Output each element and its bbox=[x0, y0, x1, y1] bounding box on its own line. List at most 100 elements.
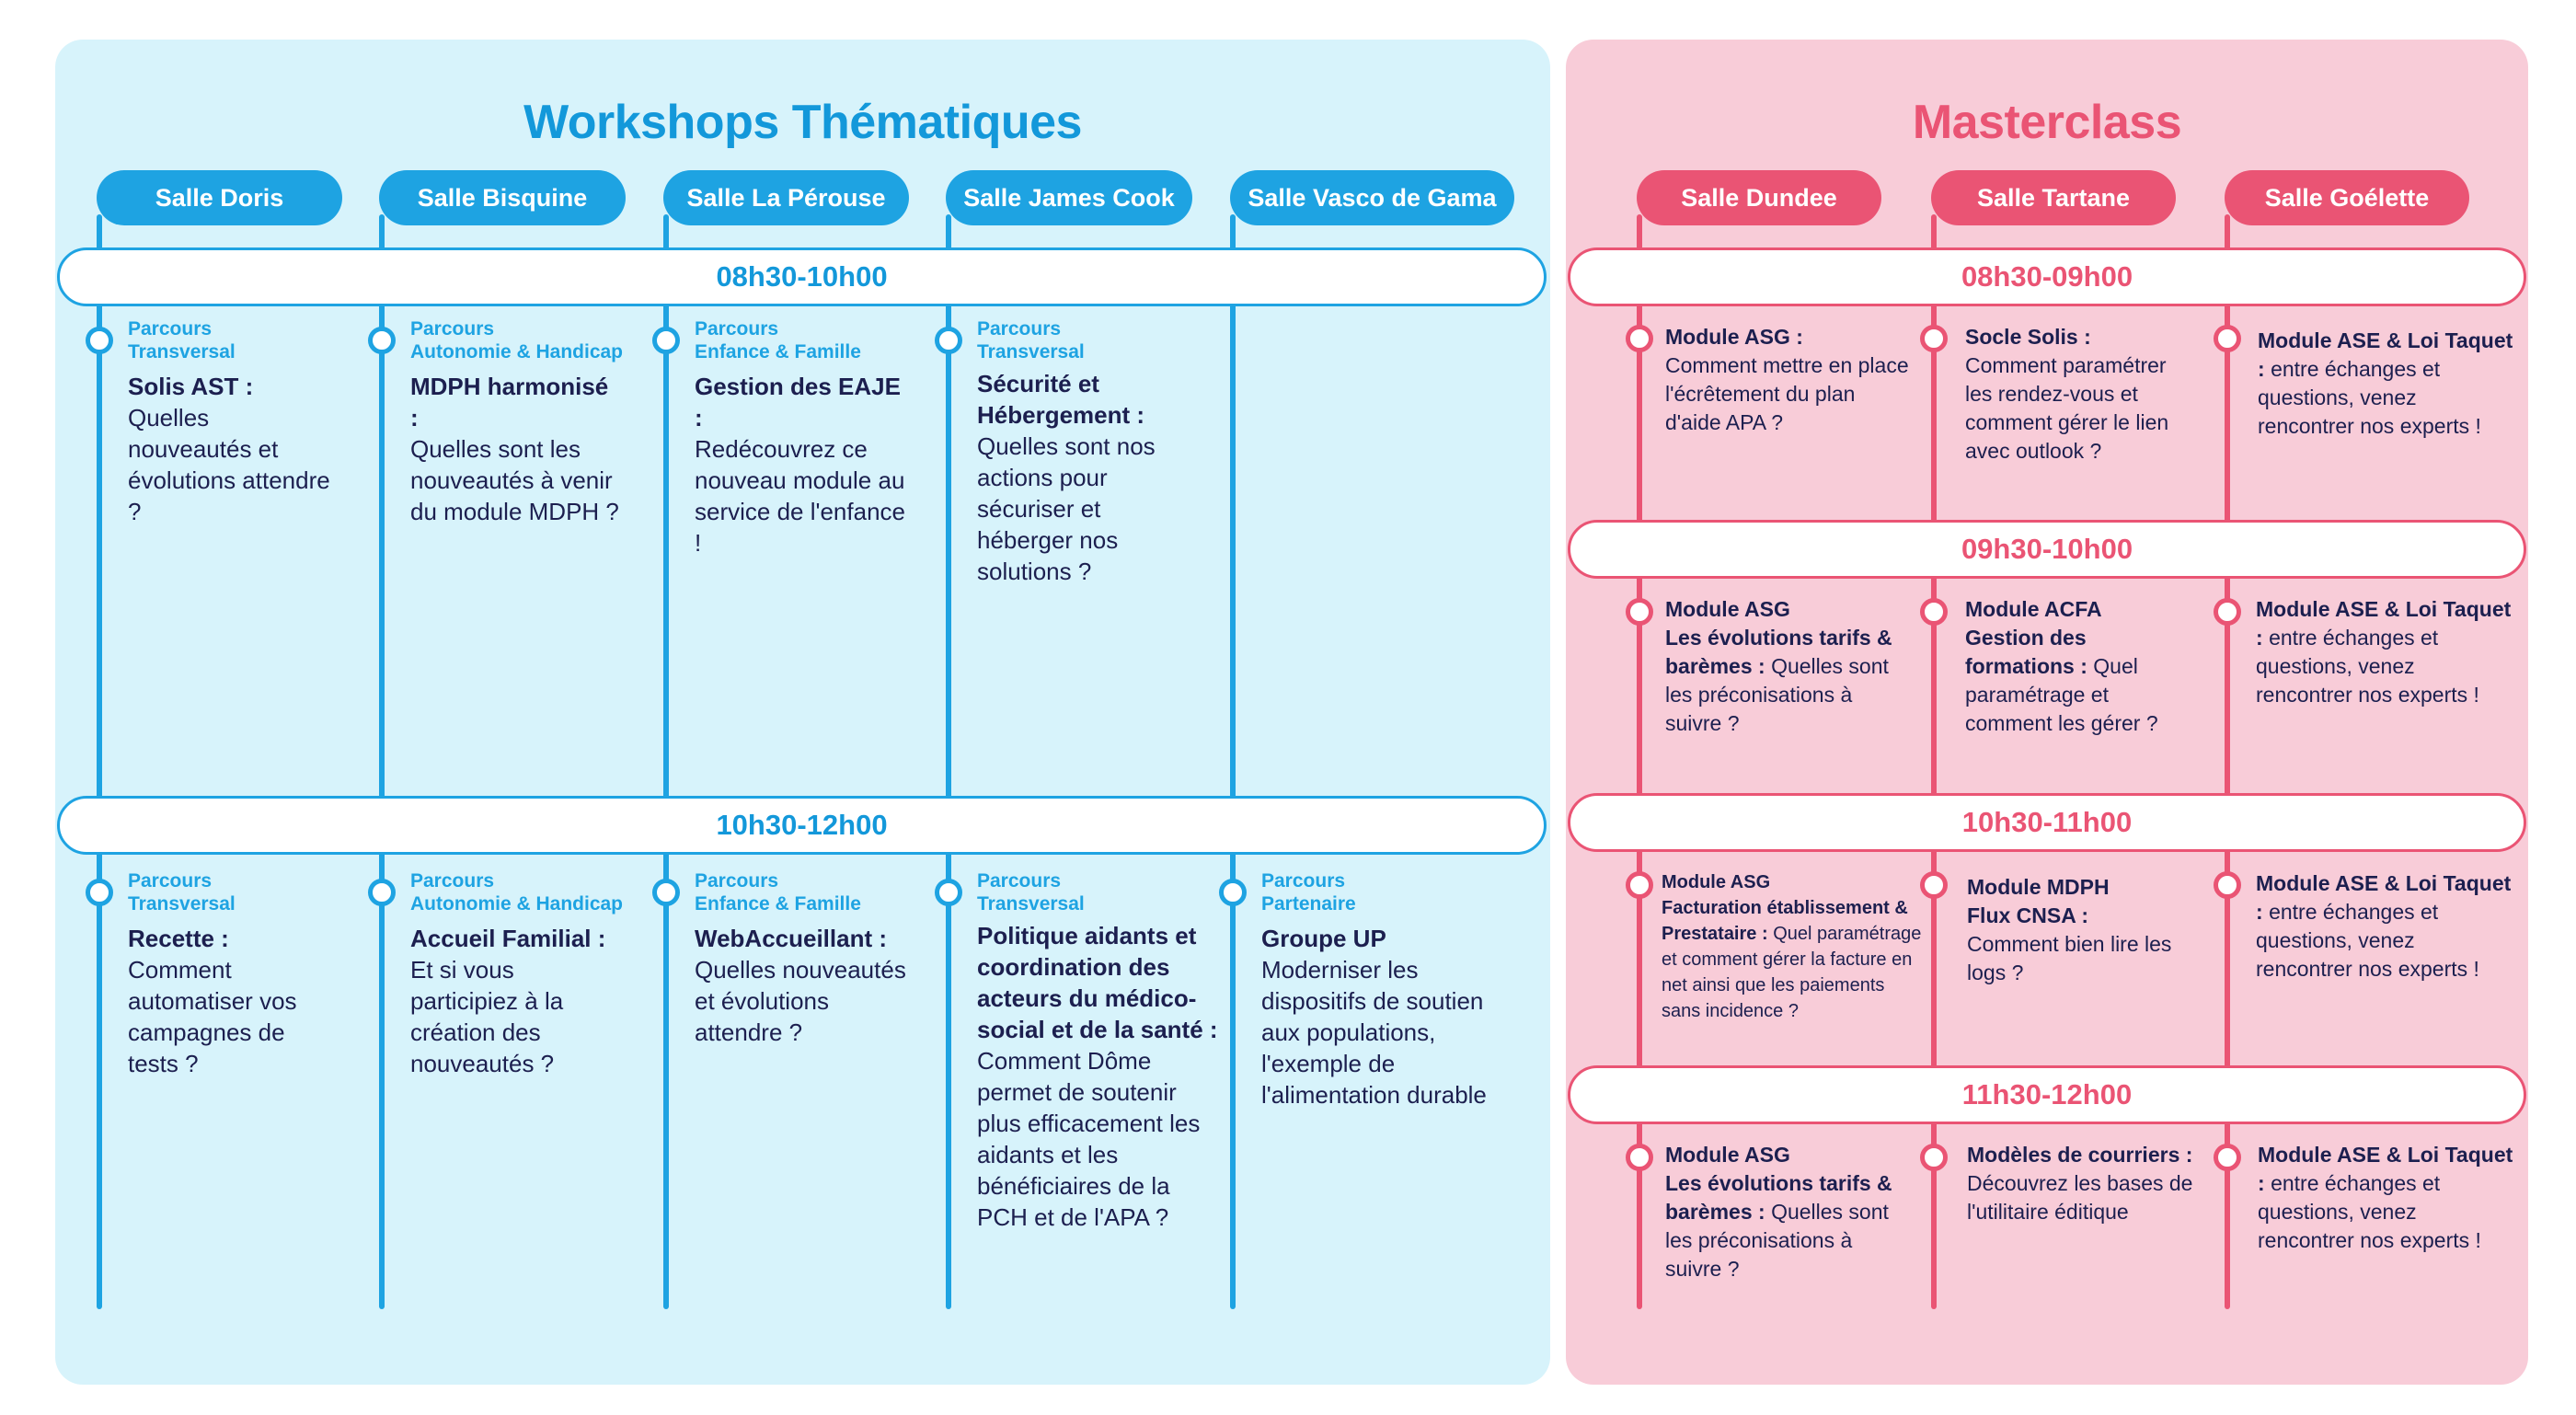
session-card: Modèles de courriers : Découvrez les bas… bbox=[1967, 1141, 2197, 1226]
session-card: Module ASE & Loi Taquet : entre échanges… bbox=[2256, 595, 2513, 709]
time-slot-bar: 09h30-10h00 bbox=[1568, 520, 2526, 579]
time-slot-bar: 11h30-12h00 bbox=[1568, 1065, 2526, 1124]
session-title: Sécurité et Hébergement : bbox=[977, 370, 1145, 429]
session-title: Politique aidants et coordination des ac… bbox=[977, 922, 1218, 1043]
session-desc: Et si vous participiez à la création des… bbox=[410, 956, 564, 1077]
session-card: Module ASG Les évolutions tarifs & barèm… bbox=[1665, 595, 1914, 738]
session-dot bbox=[86, 879, 113, 906]
session-title: Groupe UP bbox=[1261, 925, 1386, 952]
session-dot bbox=[86, 327, 113, 354]
session-dot bbox=[1920, 598, 1948, 626]
time-slot-bar: 10h30-11h00 bbox=[1568, 793, 2526, 852]
track-label: Parcours Partenaire bbox=[1261, 870, 1356, 915]
session-title: Accueil Familial : bbox=[410, 925, 606, 952]
session-title: Module ASG : bbox=[1665, 325, 1803, 349]
session-card: Module ACFA Gestion des formations : Que… bbox=[1965, 595, 2186, 738]
session-desc: Redécouvrez ce nouveau module au service… bbox=[695, 435, 905, 557]
room-line bbox=[2225, 214, 2230, 1309]
time-slot-bar: 08h30-10h00 bbox=[57, 247, 1547, 306]
room-line bbox=[1637, 214, 1642, 1309]
session-desc: Comment Dôme permet de soutenir plus eff… bbox=[977, 1047, 1201, 1231]
session-dot bbox=[935, 879, 962, 906]
session-subtitle: Les évolutions tarifs & barèmes : bbox=[1665, 626, 1892, 678]
session-dot bbox=[935, 327, 962, 354]
room-tab-goelette: Salle Goélette bbox=[2225, 170, 2469, 225]
session-card: Module ASE & Loi Taquet : entre échanges… bbox=[2258, 1141, 2515, 1255]
session-title: Module MDPH bbox=[1967, 875, 2110, 899]
track-label: Parcours Transversal bbox=[977, 318, 1085, 362]
session-desc: entre échanges et questions, venez renco… bbox=[2256, 900, 2479, 981]
workshops-panel: Workshops Thématiques Salle Doris Salle … bbox=[55, 40, 1550, 1385]
session-desc: Quelles sont nos actions pour sécuriser … bbox=[977, 432, 1156, 585]
time-slot-bar: 10h30-12h00 bbox=[57, 796, 1547, 855]
session-card: Module ASE & Loi Taquet : entre échanges… bbox=[2258, 327, 2515, 441]
session-card: Gestion des EAJE : Redécouvrez ce nouvea… bbox=[695, 371, 906, 558]
session-desc: Moderniser les dispositifs de soutien au… bbox=[1261, 956, 1487, 1109]
track-label: Parcours Transversal bbox=[128, 870, 236, 915]
room-tab-tartane: Salle Tartane bbox=[1931, 170, 2176, 225]
room-tab-vasco-de-gama: Salle Vasco de Gama bbox=[1230, 170, 1514, 225]
session-desc: Comment paramétrer les rendez-vous et co… bbox=[1965, 353, 2169, 463]
room-tab-bisquine: Salle Bisquine bbox=[379, 170, 626, 225]
workshops-title: Workshops Thématiques bbox=[523, 96, 1082, 149]
session-dot bbox=[1626, 871, 1653, 899]
session-title: Module ASE & Loi Taquet : bbox=[2258, 1143, 2513, 1195]
session-dot bbox=[2214, 325, 2241, 352]
session-desc: entre échanges et questions, venez renco… bbox=[2258, 357, 2481, 438]
session-title: Module ACFA bbox=[1965, 597, 2102, 621]
masterclass-panel: Masterclass Salle Dundee Salle Tartane S… bbox=[1566, 40, 2528, 1385]
session-card: Groupe UP Moderniser les dispositifs de … bbox=[1261, 923, 1528, 1110]
session-title: Module ASE & Loi Taquet : bbox=[2256, 871, 2512, 924]
session-desc: Quelles sont les préconisations à suivre… bbox=[1665, 1200, 1889, 1281]
session-dot bbox=[2214, 598, 2241, 626]
room-tab-la-perouse: Salle La Pérouse bbox=[663, 170, 909, 225]
session-title: MDPH harmonisé : bbox=[410, 373, 609, 431]
session-title: Module ASG bbox=[1662, 872, 1771, 892]
session-dot bbox=[652, 879, 680, 906]
session-dot bbox=[368, 327, 396, 354]
session-card: Politique aidants et coordination des ac… bbox=[977, 920, 1225, 1233]
session-card: Sécurité et Hébergement : Quelles sont n… bbox=[977, 368, 1189, 587]
session-desc: Découvrez les bases de l'utilitaire édit… bbox=[1967, 1171, 2193, 1224]
session-dot bbox=[1920, 1144, 1948, 1171]
room-line bbox=[663, 214, 669, 1309]
session-dot bbox=[1626, 598, 1653, 626]
session-desc: Comment automatiser vos campagnes de tes… bbox=[128, 956, 297, 1077]
session-desc: entre échanges et questions, venez renco… bbox=[2258, 1171, 2481, 1252]
session-title: Modèles de courriers : bbox=[1967, 1143, 2193, 1167]
session-dot bbox=[1626, 1144, 1653, 1171]
session-card: Socle Solis : Comment paramétrer les ren… bbox=[1965, 323, 2186, 466]
room-line bbox=[379, 214, 385, 1309]
session-desc: Quelles sont les nouveautés à venir du m… bbox=[410, 435, 619, 525]
session-title: Module ASG bbox=[1665, 597, 1790, 621]
session-dot bbox=[1219, 879, 1247, 906]
session-card: Module ASG : Comment mettre en place l'é… bbox=[1665, 323, 1914, 437]
session-title: Socle Solis : bbox=[1965, 325, 2091, 349]
session-card: Accueil Familial : Et si vous participie… bbox=[410, 923, 622, 1079]
time-slot-bar: 08h30-09h00 bbox=[1568, 247, 2526, 306]
session-desc: Quel paramétrage et comment les gérer ? bbox=[1965, 654, 2158, 735]
room-tab-doris: Salle Doris bbox=[97, 170, 342, 225]
track-label: Parcours Enfance & Famille bbox=[695, 870, 861, 915]
session-card: Recette : Comment automatiser vos campag… bbox=[128, 923, 339, 1079]
session-desc: Quelles nouveautés et évolutions attendr… bbox=[128, 404, 330, 525]
track-label: Parcours Transversal bbox=[128, 318, 236, 362]
session-desc: Quel paramétrage et comment gérer la fac… bbox=[1662, 924, 1922, 1021]
track-label: Parcours Autonomie & Handicap bbox=[410, 870, 624, 915]
session-card: Module ASG Les évolutions tarifs & barèm… bbox=[1665, 1141, 1914, 1283]
session-subtitle: Facturation établissement & Prestataire … bbox=[1662, 898, 1908, 944]
session-title: WebAccueillant : bbox=[695, 925, 888, 952]
room-line bbox=[1230, 214, 1236, 1309]
session-subtitle: Gestion des formations : bbox=[1965, 626, 2087, 678]
room-line bbox=[97, 214, 102, 1309]
session-dot bbox=[1920, 871, 1948, 899]
room-tab-james-cook: Salle James Cook bbox=[946, 170, 1192, 225]
track-label: Parcours Autonomie & Handicap bbox=[410, 318, 624, 362]
session-card: WebAccueillant : Quelles nouveautés et é… bbox=[695, 923, 906, 1048]
room-line bbox=[946, 214, 951, 1309]
session-subtitle: Flux CNSA : bbox=[1967, 903, 2089, 927]
session-title: Solis AST : bbox=[128, 373, 254, 400]
session-dot bbox=[652, 327, 680, 354]
session-dot bbox=[2214, 871, 2241, 899]
masterclass-title: Masterclass bbox=[1912, 96, 2182, 149]
